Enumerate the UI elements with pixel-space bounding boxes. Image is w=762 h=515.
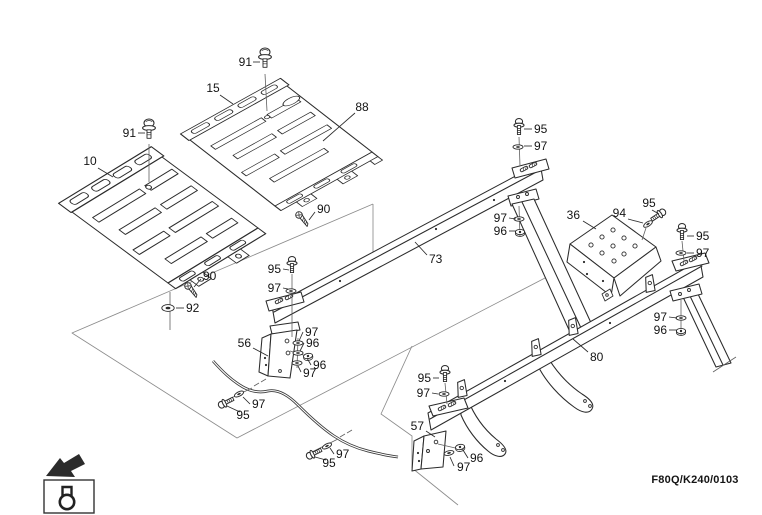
leader-lines [97,61,694,467]
rail-80-tab [455,379,468,398]
screw-90 [293,209,312,227]
cable [211,360,399,459]
callout-97: 97 [303,366,317,380]
mounting-bracket-56 [258,321,301,379]
callout-97: 97 [268,281,282,295]
bolt-91 [258,47,272,68]
callout-97: 97 [654,310,668,324]
callout-97: 97 [252,397,266,411]
rail-80-leg-bracket [669,283,703,302]
hook-bracket-b [460,399,507,457]
callout-97: 97 [336,447,350,461]
rail-80-tab [529,338,542,357]
cross-member-80 [427,252,710,431]
towing-eye-icon [58,485,76,511]
fasteners [142,47,688,462]
callout-95: 95 [322,456,336,470]
washer-97 [233,389,245,399]
rail-73-leg-bracket [507,188,540,207]
washer-97 [438,391,450,397]
callout-10: 10 [83,154,97,168]
callout-95: 95 [642,196,656,210]
callout-95: 95 [418,371,432,385]
callout-91: 91 [123,126,137,140]
callout-96: 96 [313,358,327,372]
callout-15: 15 [206,81,220,95]
washer-97 [675,315,687,321]
washer-97 [443,449,455,457]
callout-97: 97 [696,246,710,260]
callout-96: 96 [654,323,668,337]
callout-94: 94 [613,206,627,220]
washer-97 [285,288,297,294]
callout-97: 97 [417,386,431,400]
drawing-code: F80Q/K240/0103 [651,474,738,486]
mounting-plate-36 [566,214,662,302]
callout-96: 96 [470,451,484,465]
callout-95: 95 [534,122,548,136]
hook-bracket-a [537,353,594,413]
bolt-95 [676,222,688,241]
cross-member-73 [265,158,550,324]
rail-80-left-end-plate [428,397,469,417]
callout-95: 95 [696,229,710,243]
bolt-95 [439,364,451,383]
callout-36: 36 [567,208,581,222]
callout-97: 97 [457,460,471,474]
callout-73: 73 [429,252,443,266]
callout-91: 91 [239,55,253,69]
mounting-bracket-57 [411,430,447,472]
callout-56: 56 [238,336,252,350]
washer-97 [291,360,303,366]
washer-96 [292,350,304,356]
washer-97 [512,144,524,150]
towing-eye-legend [43,479,95,514]
callout-labels: 91 15 88 91 10 90 90 92 95 97 73 97 96 3… [83,55,709,474]
tread-plate-15 [179,77,384,212]
callout-97: 97 [305,325,319,339]
callout-97: 97 [534,139,548,153]
bolt-91 [142,118,156,139]
callout-88: 88 [355,100,369,114]
callout-90: 90 [317,202,331,216]
callout-80: 80 [590,350,604,364]
support-leg-rear [682,293,737,373]
washer-97 [675,250,687,256]
callout-96: 96 [494,224,508,238]
callout-95: 95 [268,262,282,276]
bolt-95 [513,117,525,136]
callout-95: 95 [236,408,250,422]
callout-96: 96 [306,336,320,350]
washer-94 [642,218,654,230]
callout-97: 97 [494,211,508,225]
direction-arrow-icon [46,454,85,477]
callout-90: 90 [203,269,217,283]
callout-92: 92 [186,301,200,315]
tread-plate-10 [57,146,267,290]
rail-80-tab [643,274,656,293]
washer-97 [292,340,304,346]
bolt-95 [216,394,236,411]
callout-57: 57 [411,419,425,433]
